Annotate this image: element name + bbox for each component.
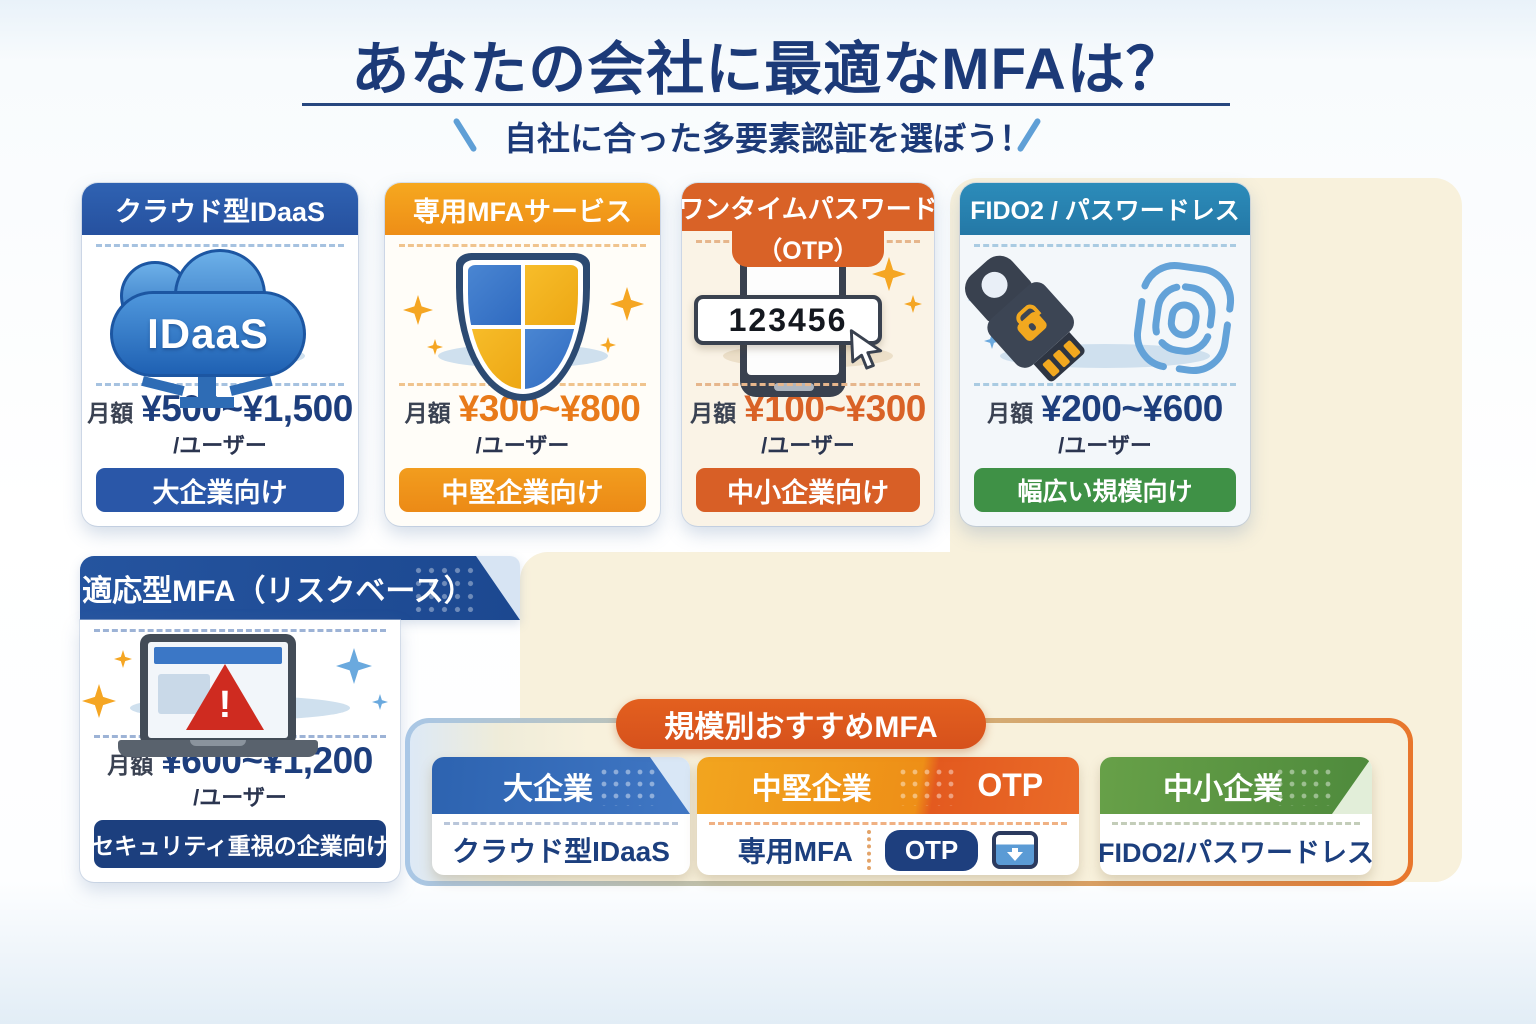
dotted-divider bbox=[866, 830, 871, 870]
dot-pattern bbox=[598, 766, 656, 806]
dashed-separator bbox=[974, 383, 1236, 386]
sparkle-icon bbox=[610, 287, 644, 321]
title-divider bbox=[302, 103, 1230, 106]
price-block: 月額 ¥200~¥600 /ユーザー bbox=[960, 386, 1250, 460]
price-block: 月額 ¥300~¥800 /ユーザー bbox=[385, 386, 660, 460]
dot-pattern bbox=[1274, 766, 1332, 806]
page-subtitle: 自社に合った多要素認証を選ぼう！ bbox=[504, 120, 1032, 157]
page-title: あなたの会社に最適なMFAは？ bbox=[351, 37, 1185, 102]
segment-tag: OTP bbox=[977, 767, 1044, 803]
card-cloud-idaas: クラウド型IDaaS IDaaS 月額 ¥500~¥1,500 /ユ bbox=[82, 183, 358, 526]
per-user-label: /ユーザー bbox=[761, 433, 855, 458]
shield-icon bbox=[385, 247, 660, 401]
card-adaptive-mfa: 適応型MFA（リスクベース） ! bbox=[80, 556, 520, 882]
dashed-separator bbox=[96, 383, 344, 386]
price-value: ¥200~¥600 bbox=[1041, 388, 1223, 429]
segment-label: 大企業 bbox=[503, 772, 593, 806]
card-title-line2: （OTP） bbox=[732, 231, 884, 267]
authenticator-app-icon bbox=[992, 831, 1039, 869]
recommended-solution: 専用MFA bbox=[737, 836, 853, 867]
sparkle-icon bbox=[904, 295, 922, 313]
dashed-separator bbox=[444, 822, 678, 825]
warning-mark: ! bbox=[218, 684, 232, 726]
laptop-warning-icon: ! bbox=[80, 632, 400, 757]
monthly-label: 月額 bbox=[404, 400, 451, 426]
padlock-icon bbox=[1015, 310, 1050, 344]
per-user-label: /ユーザー bbox=[1058, 433, 1152, 458]
fingerprint-icon bbox=[1132, 257, 1236, 384]
audience-badge: セキュリティ重視の企業向け bbox=[91, 820, 389, 868]
audience-badge: 幅広い規模向け bbox=[974, 468, 1236, 512]
sparkle-icon bbox=[114, 650, 132, 668]
price-block: 月額 ¥500~¥1,500 /ユーザー bbox=[82, 386, 358, 460]
sparkle-icon bbox=[336, 648, 372, 684]
card-dedicated-mfa: 専用MFAサービス 月額 ¥300~¥800 bbox=[385, 183, 660, 526]
dashed-separator bbox=[399, 244, 646, 247]
dashed-separator bbox=[1112, 822, 1360, 825]
card-title: ワンタイムパスワード bbox=[682, 183, 934, 231]
sparkle-icon bbox=[82, 684, 116, 718]
price-block: 月額 ¥100~¥300 /ユーザー bbox=[682, 386, 934, 460]
price-value: ¥500~¥1,500 bbox=[141, 388, 353, 429]
segment-label: 中小企業 bbox=[1163, 772, 1283, 806]
recommendation-midsize-enterprise: 中堅企業 OTP 専用MFA OTP bbox=[697, 757, 1079, 875]
otp-badge: OTP bbox=[884, 829, 979, 871]
audience-badge: 中堅企業向け bbox=[399, 468, 646, 512]
monthly-label: 月額 bbox=[87, 400, 134, 426]
card-title: 専用MFAサービス bbox=[385, 183, 660, 235]
card-title: FIDO2 / パスワードレス bbox=[960, 183, 1250, 235]
cloud-label: IDaaS bbox=[147, 310, 269, 357]
dashed-separator bbox=[709, 822, 1067, 825]
audience-badge: 大企業向け bbox=[96, 468, 344, 512]
per-user-label: /ユーザー bbox=[173, 433, 267, 458]
recommended-solution: FIDO2/パスワードレス bbox=[1100, 837, 1372, 868]
per-user-label: /ユーザー bbox=[193, 785, 287, 810]
dashed-separator bbox=[94, 629, 386, 632]
recommended-solution: クラウド型IDaaS bbox=[452, 836, 670, 867]
dot-pattern bbox=[897, 766, 955, 806]
per-user-label: /ユーザー bbox=[475, 433, 570, 458]
card-title: クラウド型IDaaS bbox=[82, 183, 358, 235]
sparkle-icon bbox=[600, 337, 616, 353]
usb-security-key-icon bbox=[960, 241, 1107, 403]
card-fido2-passwordless: FIDO2 / パスワードレス bbox=[960, 183, 1250, 526]
price-value: ¥300~¥800 bbox=[458, 388, 641, 429]
segment-label: 中堅企業 bbox=[751, 772, 872, 806]
dashed-separator bbox=[974, 244, 1236, 247]
sparkle-icon bbox=[372, 694, 388, 710]
cloud-idaas-icon: IDaaS bbox=[82, 247, 358, 408]
audience-badge: 中小企業向け bbox=[696, 468, 920, 512]
otp-phone-icon: 123456 bbox=[682, 243, 934, 397]
monthly-label: 月額 bbox=[987, 400, 1034, 426]
recommendation-large-enterprise: 大企業 クラウド型IDaaS bbox=[432, 757, 690, 875]
dashed-separator bbox=[696, 383, 920, 386]
recommendation-badge: 規模別おすすめMFA bbox=[616, 699, 986, 749]
card-title-banner: 適応型MFA（リスクベース） bbox=[80, 556, 520, 620]
card-otp: ワンタイムパスワード （OTP） 123456 bbox=[682, 183, 934, 526]
card-title: 適応型MFA（リスクベース） bbox=[80, 556, 520, 620]
monthly-label: 月額 bbox=[690, 400, 737, 426]
dashed-separator bbox=[96, 244, 344, 247]
security-key-fingerprint-icon bbox=[960, 247, 1250, 384]
recommendation-small-business: 中小企業 FIDO2/パスワードレス bbox=[1100, 757, 1372, 875]
cursor-icon bbox=[844, 327, 888, 376]
sparkle-icon bbox=[403, 295, 433, 325]
dot-pattern bbox=[412, 564, 476, 612]
